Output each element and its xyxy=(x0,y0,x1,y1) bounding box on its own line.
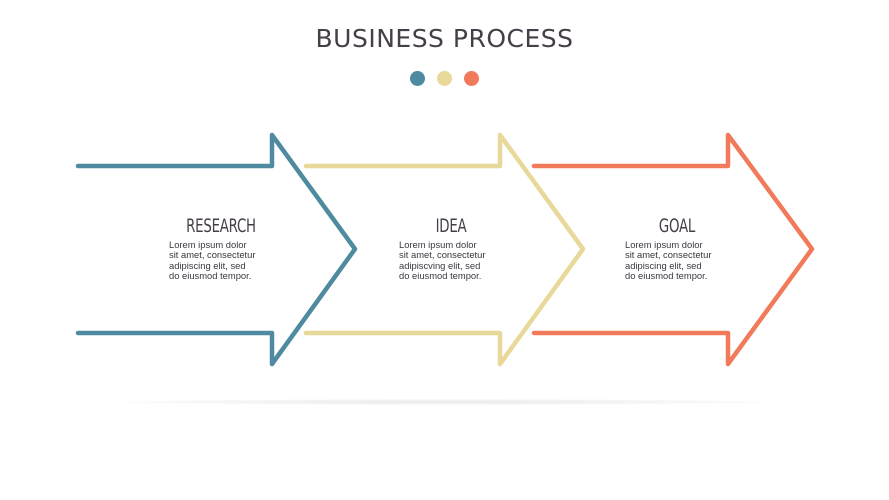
step-title: RESEARCH xyxy=(186,215,256,237)
dot-blue xyxy=(410,71,425,86)
description-line: do eiusmod tempor. xyxy=(169,270,252,282)
description-line: do eiusmod tempor. xyxy=(399,270,482,282)
step-description: Lorem ipsum dolor sit amet, consectetur … xyxy=(391,239,511,282)
step-description: Lorem ipsum dolor sit amet, consectetur … xyxy=(161,239,281,282)
floor-shadow xyxy=(115,399,775,405)
description-line: do eiusmod tempor. xyxy=(625,270,708,282)
step-idea: IDEA Lorem ipsum dolor sit amet, consect… xyxy=(391,215,511,282)
step-research: RESEARCH Lorem ipsum dolor sit amet, con… xyxy=(161,215,281,282)
description-line: sit amet, consectetur xyxy=(625,249,712,261)
description-line: adipiscing elit, sed xyxy=(625,259,702,271)
description-line: Lorem ipsum dolor xyxy=(625,239,703,250)
step-title: IDEA xyxy=(435,215,467,237)
arrow-goal-icon xyxy=(531,132,815,367)
page-title: BUSINESS PROCESS xyxy=(315,24,574,53)
description-line: adipiscving elit, sed xyxy=(399,259,481,271)
description-line: Lorem ipsum dolor xyxy=(399,239,477,250)
arrow-research-icon xyxy=(75,132,358,367)
dot-orange xyxy=(464,71,479,86)
color-dots xyxy=(0,71,889,86)
step-goal: GOAL Lorem ipsum dolor sit amet, consect… xyxy=(617,215,737,282)
description-line: adipiscing elit, sed xyxy=(169,259,246,271)
dot-yellow xyxy=(437,71,452,86)
description-line: Lorem ipsum dolor xyxy=(169,239,247,250)
description-line: sit amet, consectetur xyxy=(169,249,256,261)
arrow-idea-icon xyxy=(303,132,586,367)
step-title: GOAL xyxy=(658,215,696,237)
description-line: sit amet, consectetur xyxy=(399,249,486,261)
step-description: Lorem ipsum dolor sit amet, consectetur … xyxy=(617,239,737,282)
